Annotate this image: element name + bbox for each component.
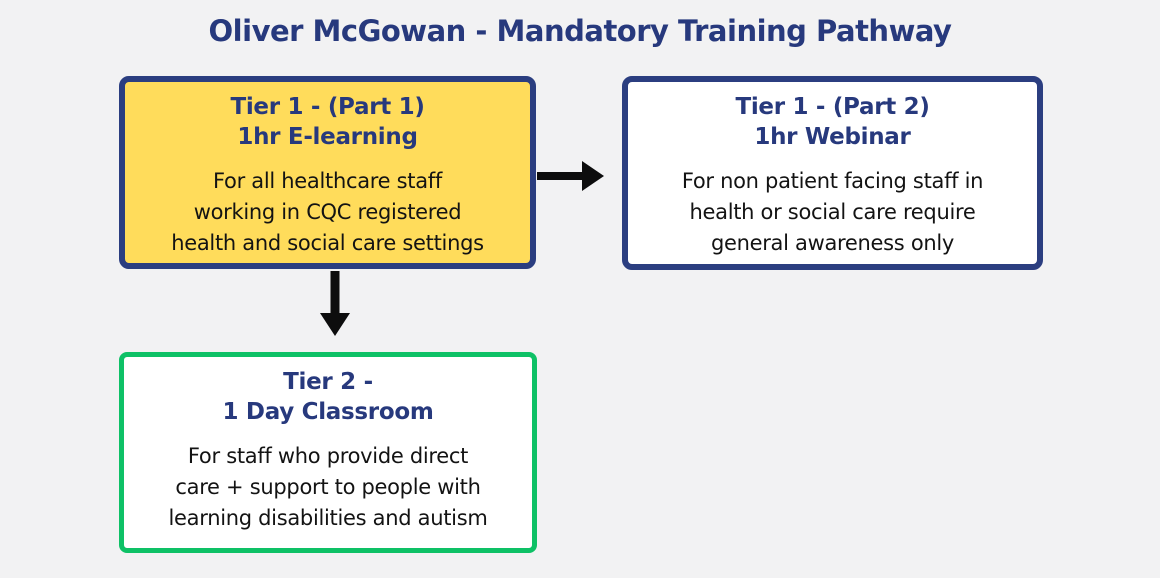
arrow-right-icon [537,161,604,191]
node-tier1-part2-body: For non patient facing staff in health o… [681,169,984,255]
node-tier2-heading: Tier 2 - 1 Day Classroom [222,369,434,425]
node-tier1-part1-heading: Tier 1 - (Part 1) 1hr E-learning [230,94,425,150]
node-tier2: Tier 2 - 1 Day Classroom For staff who p… [119,352,537,553]
node-tier1-part1: Tier 1 - (Part 1) 1hr E-learning For all… [119,76,536,269]
node-tier1-part2: Tier 1 - (Part 2) 1hr Webinar For non pa… [622,76,1043,270]
node-tier1-part2-heading: Tier 1 - (Part 2) 1hr Webinar [735,94,930,150]
node-tier1-part1-body: For all healthcare staff working in CQC … [171,169,484,255]
node-tier2-body: For staff who provide direct care + supp… [168,444,488,530]
arrow-down-icon [320,271,350,336]
page-title: Oliver McGowan - Mandatory Training Path… [208,14,952,48]
